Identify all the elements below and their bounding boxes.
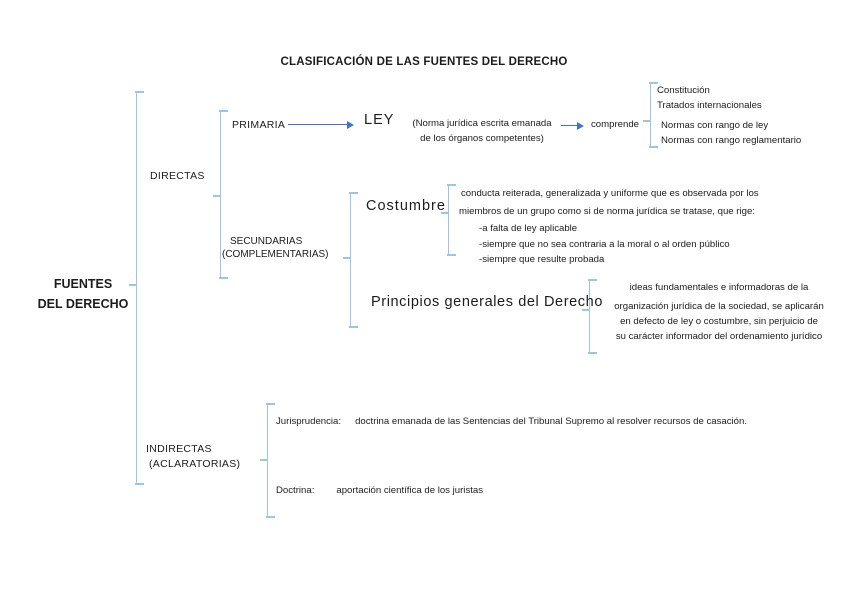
brace-indirectas-tick <box>260 459 267 461</box>
label-directas: DIRECTAS <box>150 170 205 182</box>
doctrina-term: Doctrina: <box>276 485 315 496</box>
label-secundarias-line2: (COMPLEMENTARIAS) <box>222 249 329 260</box>
brace-indirectas <box>260 403 277 518</box>
ley-description: (Norma jurídica escrita emanada de los ó… <box>406 116 558 146</box>
label-comprende: comprende <box>591 119 639 130</box>
ley-description-line1: (Norma jurídica escrita emanada <box>412 118 552 129</box>
label-ley: LEY <box>364 112 395 128</box>
doctrina-entry: Doctrina: aportación científica de los j… <box>276 483 483 498</box>
label-indirectas-line2: (ACLARATORIAS) <box>149 458 241 470</box>
ley-item-rango-ley: Normas con rango de ley <box>661 120 769 131</box>
ley-item-tratados: Tratados internacionales <box>657 100 762 111</box>
brace-directas <box>213 110 230 279</box>
brace-principios <box>582 279 599 354</box>
label-secundarias: SECUNDARIAS (COMPLEMENTARIAS) <box>222 235 329 261</box>
doctrina-definition: aportación científica de los juristas <box>336 485 484 496</box>
brace-fuentes <box>129 91 147 485</box>
principios-description-line3: en defecto de ley o costumbre, sin perju… <box>620 316 818 327</box>
principios-description: ideas fundamentales e informadoras de la… <box>592 280 846 344</box>
jurisprudencia-term: Jurisprudencia: <box>276 416 342 427</box>
arrow-primaria-to-ley <box>288 119 354 131</box>
principios-description-line1: ideas fundamentales e informadoras de la <box>629 282 809 293</box>
brace-directas-tick <box>213 195 220 197</box>
costumbre-bullet-3: -siempre que resulte probada <box>479 254 605 265</box>
label-costumbre: Costumbre <box>366 198 446 214</box>
label-secundarias-line1: SECUNDARIAS <box>230 236 303 247</box>
ley-description-line2: de los órganos competentes) <box>420 133 544 144</box>
brace-ley-items <box>643 82 660 148</box>
brace-ley-items-tick <box>643 120 650 122</box>
page-title: CLASIFICACIÓN DE LAS FUENTES DEL DERECHO <box>280 56 568 68</box>
jurisprudencia-entry: Jurisprudencia: doctrina emanada de las … <box>276 414 747 429</box>
costumbre-description-line2: miembros de un grupo como si de norma ju… <box>459 206 755 217</box>
root-label: FUENTES DEL DERECHO <box>33 274 133 314</box>
costumbre-description-line1: conducta reiterada, generalizada y unifo… <box>461 188 759 199</box>
ley-item-rango-reglamentario: Normas con rango reglamentario <box>661 135 802 146</box>
label-principios: Principios generales del Derecho <box>371 294 603 310</box>
root-label-line1: FUENTES <box>53 277 113 291</box>
root-label-line2: DEL DERECHO <box>37 297 129 311</box>
brace-principios-tick <box>582 309 589 311</box>
ley-item-constitucion: Constitución <box>657 85 710 96</box>
costumbre-bullet-2: -siempre que no sea contraria a la moral… <box>479 239 730 250</box>
brace-costumbre-tick <box>441 212 448 214</box>
brace-secundarias <box>343 192 360 328</box>
label-indirectas-line1: INDIRECTAS <box>146 443 212 455</box>
brace-secundarias-tick <box>343 257 350 259</box>
label-primaria: PRIMARIA <box>232 119 286 131</box>
brace-fuentes-tick <box>129 284 136 286</box>
costumbre-bullet-1: -a falta de ley aplicable <box>479 223 578 234</box>
brace-costumbre <box>441 184 458 256</box>
principios-description-line2: organización jurídica de la sociedad, se… <box>614 301 824 312</box>
arrow-ley-to-comprende <box>561 120 584 132</box>
principios-description-line4: su carácter informador del ordenamiento … <box>615 331 823 342</box>
jurisprudencia-definition: doctrina emanada de las Sentencias del T… <box>355 416 748 427</box>
